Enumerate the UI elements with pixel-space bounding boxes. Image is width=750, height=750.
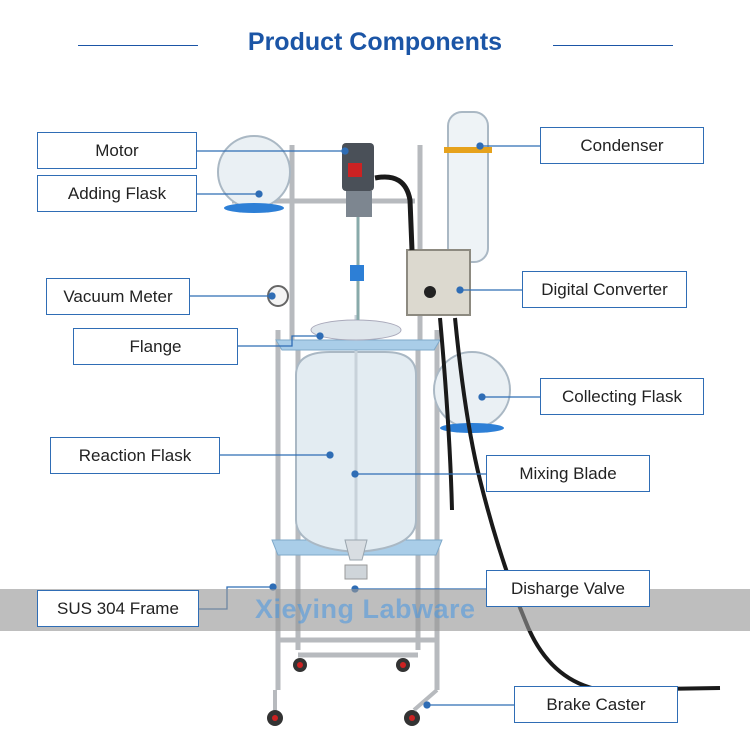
hose — [374, 174, 415, 251]
control-box — [406, 249, 471, 316]
label-discharge-valve: Disharge Valve — [486, 570, 650, 607]
caster-wheels — [267, 658, 420, 726]
label-collecting-flask: Collecting Flask — [540, 378, 704, 415]
adding-flask-body — [217, 135, 291, 209]
title-rule-right — [553, 45, 673, 46]
page-title: Product Components — [247, 28, 503, 56]
label-sus-frame: SUS 304 Frame — [37, 590, 199, 627]
label-brake-caster: Brake Caster — [514, 686, 678, 723]
cable — [453, 317, 721, 693]
label-reaction-flask: Reaction Flask — [50, 437, 220, 474]
label-adding-flask: Adding Flask — [37, 175, 197, 212]
title-rule-left — [78, 45, 198, 46]
flange-tray — [275, 339, 441, 351]
label-digital-converter: Digital Converter — [522, 271, 687, 308]
label-motor: Motor — [37, 132, 197, 169]
condenser-body — [447, 111, 489, 263]
label-mixing-blade: Mixing Blade — [486, 455, 650, 492]
label-vacuum-meter: Vacuum Meter — [46, 278, 190, 315]
label-condenser: Condenser — [540, 127, 704, 164]
watermark-text: Xieying Labware — [255, 594, 476, 624]
label-flange: Flange — [73, 328, 238, 365]
